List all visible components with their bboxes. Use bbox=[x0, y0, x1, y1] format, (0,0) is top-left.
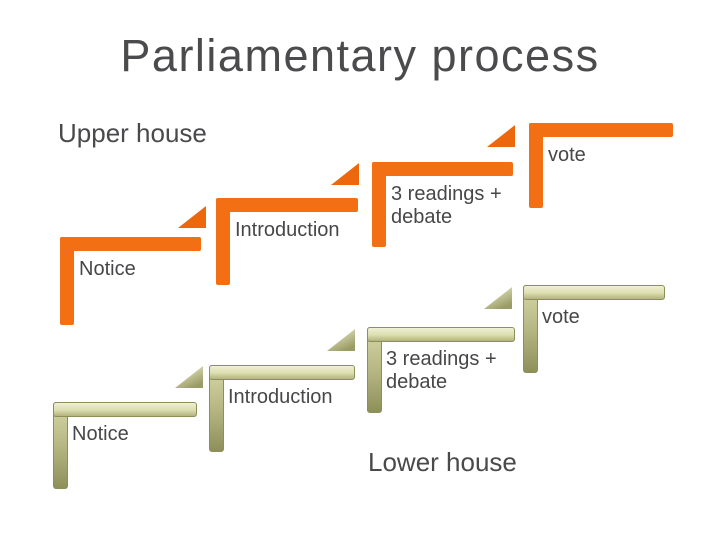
step-corner-vbar bbox=[216, 198, 230, 285]
step-corner-vbar bbox=[529, 123, 543, 208]
step-corner-vbar bbox=[372, 162, 386, 247]
step-corner-hbar bbox=[209, 365, 355, 380]
step-label: Introduction bbox=[228, 386, 333, 408]
step-corner-hbar bbox=[53, 402, 197, 417]
step-label: 3 readings + debate bbox=[386, 348, 497, 393]
step-corner-hbar bbox=[367, 327, 515, 342]
stair-arrow-icon bbox=[484, 287, 512, 309]
step-label: Notice bbox=[72, 423, 129, 445]
stair-arrow-icon bbox=[487, 125, 515, 147]
stair-arrow-icon bbox=[327, 329, 355, 351]
stair-arrow-icon bbox=[331, 163, 359, 185]
step-corner-hbar bbox=[529, 123, 673, 137]
step-corner-vbar bbox=[60, 237, 74, 325]
upper-house-label: Upper house bbox=[58, 118, 207, 148]
slide-title: Parliamentary process bbox=[120, 30, 600, 81]
step-label: Notice bbox=[79, 258, 136, 280]
stair-arrow-icon bbox=[175, 366, 203, 388]
step-corner-hbar bbox=[372, 162, 513, 176]
step-label: Introduction bbox=[235, 219, 340, 241]
step-label: 3 readings + debate bbox=[391, 183, 502, 228]
step-corner-hbar bbox=[216, 198, 358, 212]
step-corner-hbar bbox=[523, 285, 665, 300]
stair-arrow-icon bbox=[178, 206, 206, 228]
step-label: vote bbox=[548, 144, 586, 166]
step-label: vote bbox=[542, 306, 580, 328]
lower-house-label: Lower house bbox=[368, 447, 517, 477]
step-corner-hbar bbox=[60, 237, 201, 251]
